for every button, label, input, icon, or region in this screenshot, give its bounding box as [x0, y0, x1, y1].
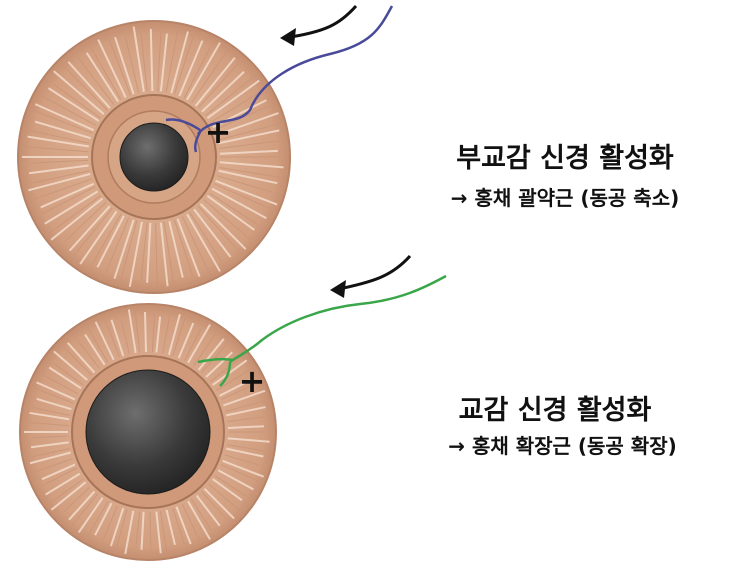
parasympathetic-title: 부교감 신경 활성화	[430, 136, 700, 175]
top-arrow-head	[280, 28, 296, 46]
bottom-plus-sign: +	[239, 362, 266, 400]
sympathetic-effect: → 홍채 확장근 (동공 확장)	[395, 430, 730, 459]
iris-streak	[145, 312, 146, 352]
bottom-pupil	[86, 370, 210, 494]
top-pupil	[120, 123, 188, 191]
bottom-signal-arrow	[330, 256, 410, 298]
top-plus-sign: +	[205, 113, 232, 151]
bottom-eye	[20, 304, 276, 560]
sympathetic-title: 교감 신경 활성화	[420, 388, 690, 427]
top-signal-arrow	[280, 6, 356, 46]
top-eye	[18, 21, 290, 293]
parasympathetic-effect: → 홍채 괄약근 (동공 축소)	[400, 182, 730, 211]
bottom-arrow-head	[330, 280, 346, 298]
